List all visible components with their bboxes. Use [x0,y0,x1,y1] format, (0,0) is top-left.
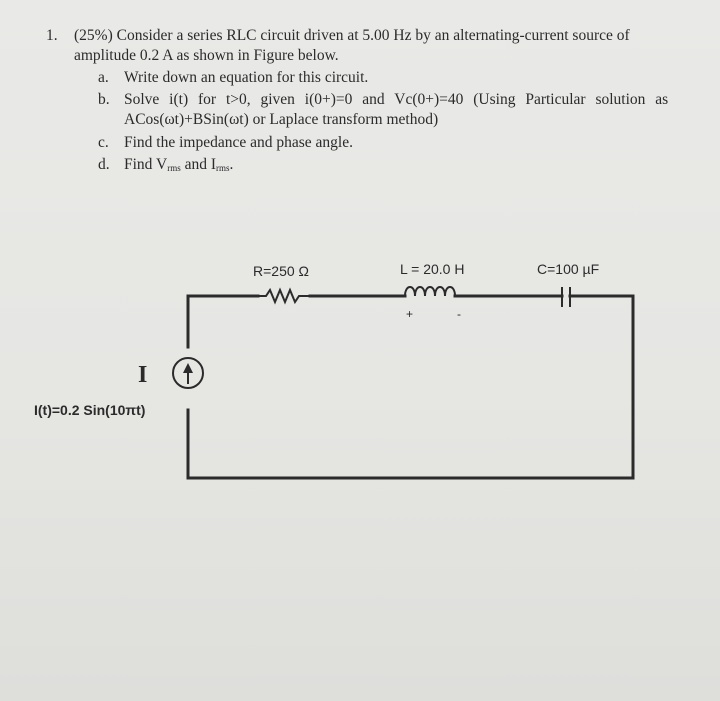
part-a-text: Write down an equation for this circuit. [124,69,369,86]
source-symbol: I [138,362,148,388]
inductor-label: L = 20.0 H [400,261,464,277]
part-c-letter: c. [98,134,109,151]
inductor-symbol [403,286,457,298]
question-number: 1. [46,27,58,44]
top-left-wire [186,294,260,349]
capacitor-label: C=100 µF [537,261,599,277]
resistor-label: R=250 Ω [253,263,309,279]
part-d-text: Find Vrms and Irms. [124,156,234,173]
part-b-text: Solve i(t) for t>0, given i(0+)=0 and Vc… [124,91,669,108]
part-d-letter: d. [98,156,110,173]
inductor-minus-sign: - [457,307,461,321]
inductor-plus-sign: + [406,307,413,321]
question-line-2: amplitude 0.2 A as shown in Figure below… [74,47,339,64]
right-bottom-wire [186,294,635,480]
part-c-text: Find the impedance and phase angle. [124,134,353,151]
current-source-icon [172,357,204,389]
source-equation: I(t)=0.2 Sin(10πt) [34,402,146,418]
resistor-symbol [257,287,311,305]
arrow-up-icon [183,363,193,373]
part-b-letter: b. [98,91,110,108]
question-line-1: (25%) Consider a series RLC circuit driv… [74,27,630,44]
part-a-letter: a. [98,69,109,86]
part-b-text-2: ACos(ωt)+BSin(ωt) or Laplace transform m… [124,111,439,128]
